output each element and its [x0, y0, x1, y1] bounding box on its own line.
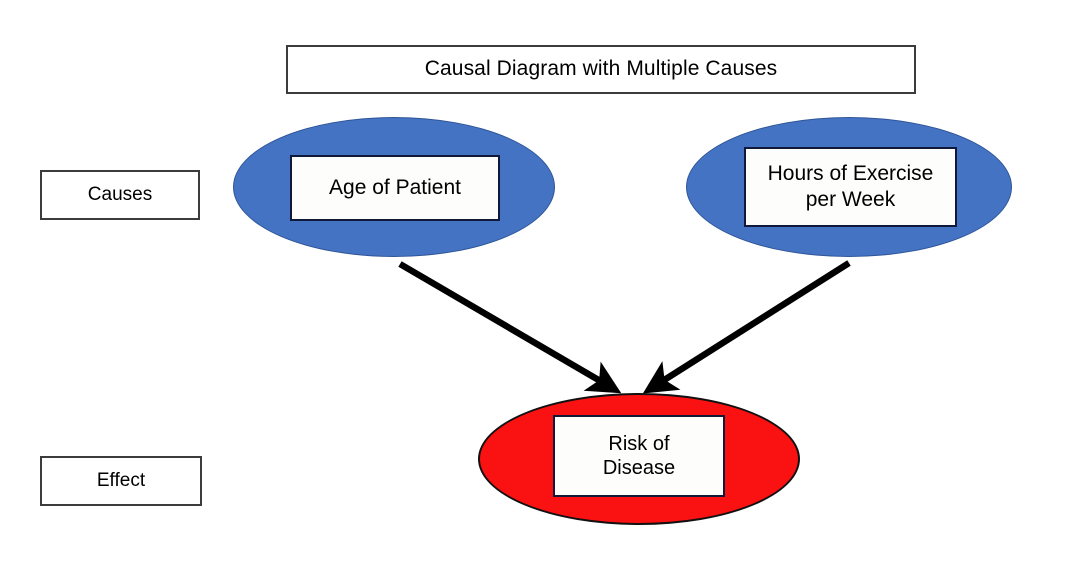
- diagram-title: Causal Diagram with Multiple Causes: [286, 45, 916, 94]
- effect-row-label: Effect: [40, 456, 202, 506]
- node-age-of-patient[interactable]: Age of Patient: [233, 117, 555, 257]
- node-exercise-label: Hours of Exercise per Week: [744, 147, 957, 227]
- causes-row-label: Causes: [40, 170, 200, 220]
- node-risk-of-disease[interactable]: Risk of Disease: [478, 393, 800, 525]
- node-hours-of-exercise[interactable]: Hours of Exercise per Week: [686, 117, 1012, 257]
- arrow-age-to-risk: [398, 261, 622, 394]
- node-age-label: Age of Patient: [290, 155, 500, 221]
- arrow-exercise-to-risk: [642, 260, 851, 394]
- node-risk-label: Risk of Disease: [553, 415, 725, 497]
